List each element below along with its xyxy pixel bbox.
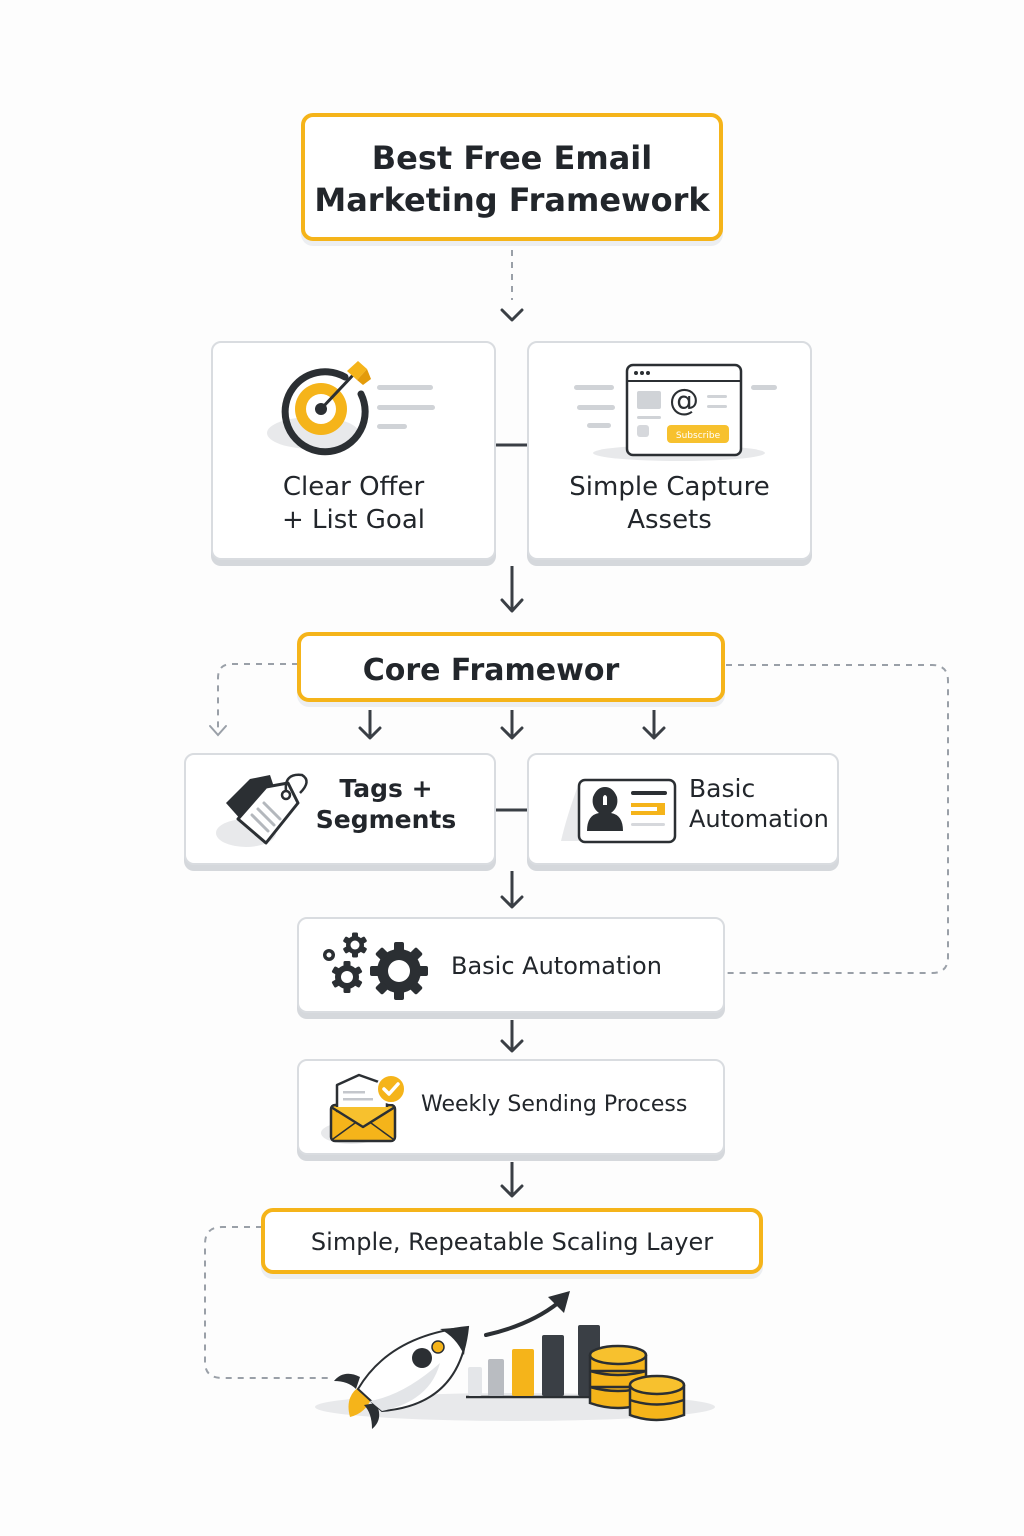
rocket-growth-icon	[315, 1291, 715, 1429]
core-framework-label: Core Framewor	[362, 653, 620, 688]
arrow-down-icon	[500, 1020, 524, 1053]
title-line2: Marketing Framework	[314, 181, 710, 219]
envelope-check-icon	[321, 1073, 406, 1144]
target-arrow-icon	[267, 361, 435, 456]
rocket-icon	[334, 1325, 470, 1429]
chevron-down-icon	[500, 308, 524, 322]
card-tags-line1: Tags +	[339, 774, 433, 803]
tags-icon	[216, 773, 308, 847]
card-tags-line2: Segments	[315, 805, 457, 835]
card-weekly-sending[interactable]: Weekly Sending Process	[297, 1059, 725, 1155]
growth-bar-2	[488, 1359, 504, 1396]
scaling-layer-label: Simple, Repeatable Scaling Layer	[310, 1228, 714, 1256]
card-simple-capture-line1: Simple Capture	[569, 472, 770, 502]
card-tags-segments[interactable]: Tags + Segments	[184, 753, 496, 865]
title-line1: Best Free Email	[371, 139, 653, 177]
growth-bar-1	[468, 1367, 482, 1396]
card-basic-automation[interactable]: Basic Automation	[297, 917, 725, 1013]
growth-bar-4	[542, 1335, 564, 1396]
arrow-down-small-icon	[209, 725, 227, 737]
card-clear-offer-line2: + List Goal	[282, 504, 425, 535]
svg-text:@: @	[669, 383, 699, 418]
dashed-connector-core-left	[217, 663, 298, 728]
signup-form-icon: @ Subscribe	[574, 363, 777, 461]
title-card: Best Free Email Marketing Framework	[301, 113, 723, 241]
card-scaling-layer[interactable]: Simple, Repeatable Scaling Layer	[261, 1208, 763, 1274]
card-basic-line2: Automation	[689, 805, 829, 834]
card-basic-automation-contact[interactable]: Basic Automation	[527, 753, 839, 865]
coins-icon	[588, 1344, 686, 1422]
card-clear-offer[interactable]: Clear Offer + List Goal	[211, 341, 496, 560]
subscribe-button: Subscribe	[676, 431, 721, 441]
arrow-down-icon	[500, 566, 524, 613]
arrow-down-icon	[358, 710, 382, 740]
card-simple-capture-line2: Assets	[627, 504, 712, 535]
arrow-down-icon	[500, 871, 524, 909]
basic-automation-label: Basic Automation	[451, 952, 662, 980]
arrow-down-icon	[642, 710, 666, 740]
card-basic-line1: Basic	[689, 774, 756, 803]
gears-icon	[323, 932, 428, 1000]
weekly-sending-label: Weekly Sending Process	[421, 1092, 688, 1117]
card-clear-offer-line1: Clear Offer	[282, 472, 425, 502]
growth-bar-3	[512, 1349, 534, 1396]
card-simple-capture[interactable]: @ Subscribe Simple Capture Assets	[527, 341, 812, 560]
contact-card-icon	[561, 778, 677, 844]
arrow-down-icon	[500, 710, 524, 740]
card-core-framework[interactable]: Core Framewor	[297, 632, 725, 702]
arrow-down-icon	[500, 1162, 524, 1198]
